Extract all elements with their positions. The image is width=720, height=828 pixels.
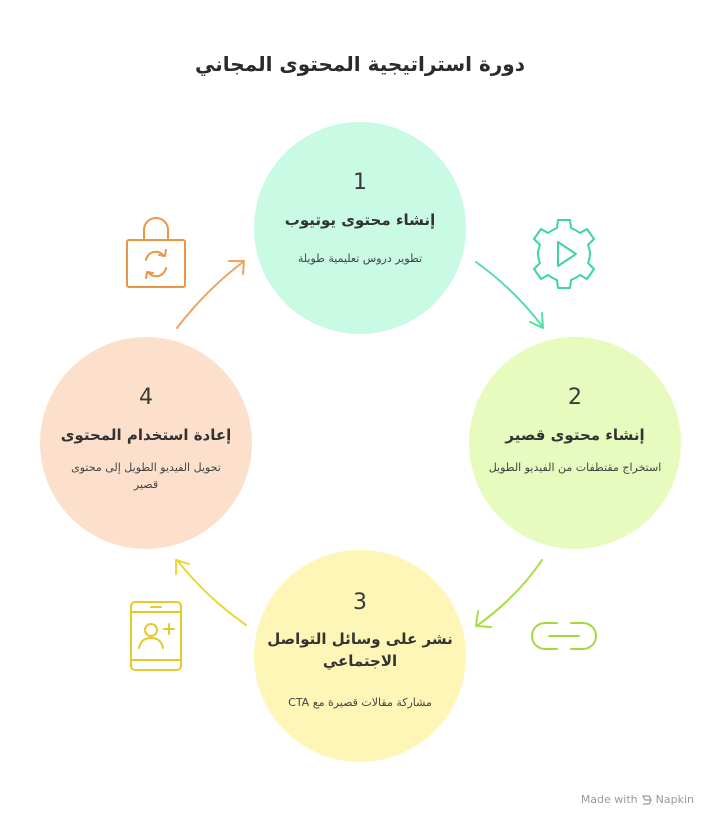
step-number: 4	[139, 385, 153, 410]
step-heading: إنشاء محتوى قصير	[505, 426, 645, 444]
arrow-4-to-1	[176, 261, 244, 329]
step-1-circle: 1 إنشاء محتوى يوتيوب تطوير دروس تعليمية …	[254, 122, 466, 334]
made-with-napkin-footer: Made with Napkin	[581, 793, 694, 806]
step-number: 3	[353, 590, 367, 615]
step-number: 1	[353, 170, 367, 195]
gear-play-icon	[533, 219, 595, 289]
link-icon	[531, 622, 597, 650]
napkin-brand: Napkin	[655, 793, 694, 806]
add-user-phone-icon	[130, 601, 182, 671]
step-heading: نشر على وسائل التواصل الاجتماعي	[267, 630, 453, 670]
step-description: تطوير دروس تعليمية طويلة	[297, 252, 423, 265]
arrow-2-to-3	[477, 559, 543, 626]
arrow-1-to-2	[475, 261, 543, 327]
arrowhead-2-to-3	[475, 610, 492, 628]
step-4-circle: 4 إعادة استخدام المحتوى تحويل الفيديو ال…	[40, 337, 252, 549]
step-heading: إنشاء محتوى يوتيوب	[284, 211, 436, 229]
recycle-bag-icon	[126, 217, 186, 288]
step-description: تحويل الفيديو الطويل إلى محتوى قصير	[71, 461, 221, 491]
arrow-3-to-4	[176, 559, 247, 626]
arrowhead-3-to-4	[175, 559, 190, 575]
diagram-title: دورة استراتيجية المحتوى المجاني	[195, 52, 525, 76]
step-2-circle: 2 إنشاء محتوى قصير استخراج مقتطفات من ال…	[469, 337, 681, 549]
step-3-circle: 3 نشر على وسائل التواصل الاجتماعي مشاركة…	[254, 550, 466, 762]
napkin-logo-icon	[641, 794, 652, 805]
step-description: استخراج مقتطفات من الفيديو الطويل	[488, 461, 662, 474]
step-number: 2	[568, 385, 582, 410]
step-heading: إعادة استخدام المحتوى	[60, 426, 232, 444]
step-description: مشاركة مقالات قصيرة مع CTA	[288, 696, 432, 709]
arrowhead-1-to-2	[529, 312, 544, 329]
arrowhead-4-to-1	[228, 260, 245, 275]
made-with-label: Made with	[580, 793, 638, 806]
